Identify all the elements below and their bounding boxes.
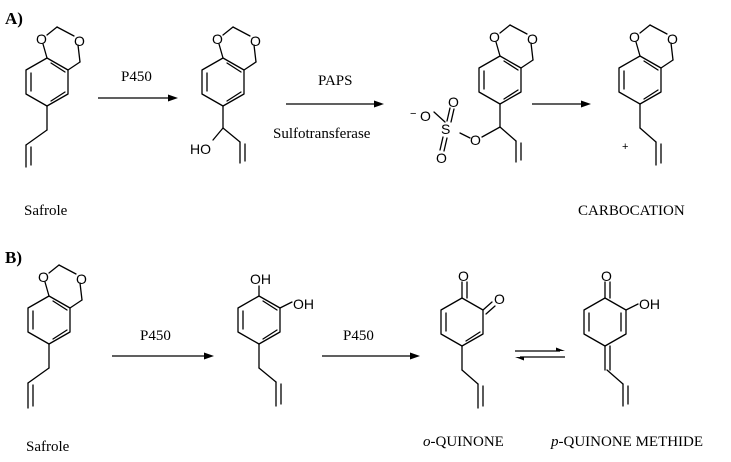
oxygen-atom: O: [436, 150, 447, 166]
quinone-methide-text: -QUINONE METHIDE: [559, 434, 704, 450]
equilibrium-arrows: [515, 347, 565, 361]
reagent-paps: PAPS: [318, 73, 352, 89]
oxygen-atom: O: [76, 271, 87, 287]
sulfooxysafrole-structure: O O S − O O O O: [410, 24, 538, 166]
arrow-a1: [98, 94, 178, 102]
quinone-text: -QUINONE: [431, 434, 504, 450]
hydroxychavicol-structure: OH OH: [237, 271, 314, 407]
arrow-b1: [112, 352, 214, 360]
p-quinone-methide-structure: O OH: [583, 268, 660, 407]
safrole-label-b: Safrole: [26, 439, 70, 455]
reagent-p450-a1: P450: [121, 69, 152, 85]
hydroxyl-group: OH: [250, 271, 271, 287]
oxygen-atom: O: [489, 29, 500, 45]
hydroxysafrole-structure: O O HO: [190, 26, 261, 164]
o-prefix: o: [423, 434, 431, 450]
oxygen-atom: O: [36, 31, 47, 47]
safrole-label-a: Safrole: [24, 203, 68, 219]
oxygen-atom: O: [527, 31, 538, 47]
o-quinone-label: o-QUINONE: [423, 434, 504, 450]
p-quinone-methide-label: p-QUINONE METHIDE: [550, 434, 703, 450]
oxygen-atom: O: [212, 31, 223, 47]
arrow-b2: [322, 352, 420, 360]
reagent-p450-b1: P450: [140, 328, 171, 344]
oxygen-atom: O: [629, 29, 640, 45]
oxygen-atom: O: [601, 268, 612, 284]
carbocation-label: CARBOCATION: [578, 203, 685, 219]
oxygen-atom: O: [494, 291, 505, 307]
oxygen-atom: O: [420, 108, 431, 124]
charge-plus: +: [622, 141, 628, 153]
oxygen-atom: O: [470, 132, 481, 148]
oxygen-atom: O: [458, 268, 469, 284]
oxygen-atom: O: [667, 31, 678, 47]
safrole-structure-a: O O: [25, 26, 85, 168]
hydroxyl-group: HO: [190, 141, 211, 157]
sulfur-atom: S: [441, 121, 450, 137]
arrow-a2: [286, 100, 384, 108]
safrole-structure-b: O O: [27, 264, 87, 409]
panel-a-label: A): [5, 9, 23, 28]
oxygen-atom: O: [250, 33, 261, 49]
charge-minus: −: [410, 108, 416, 120]
o-quinone-structure: O O: [440, 268, 505, 409]
oxygen-atom: O: [74, 33, 85, 49]
carbocation-structure: O O +: [618, 24, 678, 166]
hydroxyl-group: OH: [639, 296, 660, 312]
reagent-sulfotransferase: Sulfotransferase: [273, 126, 371, 142]
hydroxyl-group: OH: [293, 296, 314, 312]
oxygen-atom: O: [38, 269, 49, 285]
arrow-a3: [532, 100, 591, 108]
panel-b-label: B): [5, 248, 22, 267]
oxygen-atom: O: [448, 94, 459, 110]
reagent-p450-b2: P450: [343, 328, 374, 344]
p-prefix: p: [550, 434, 559, 450]
